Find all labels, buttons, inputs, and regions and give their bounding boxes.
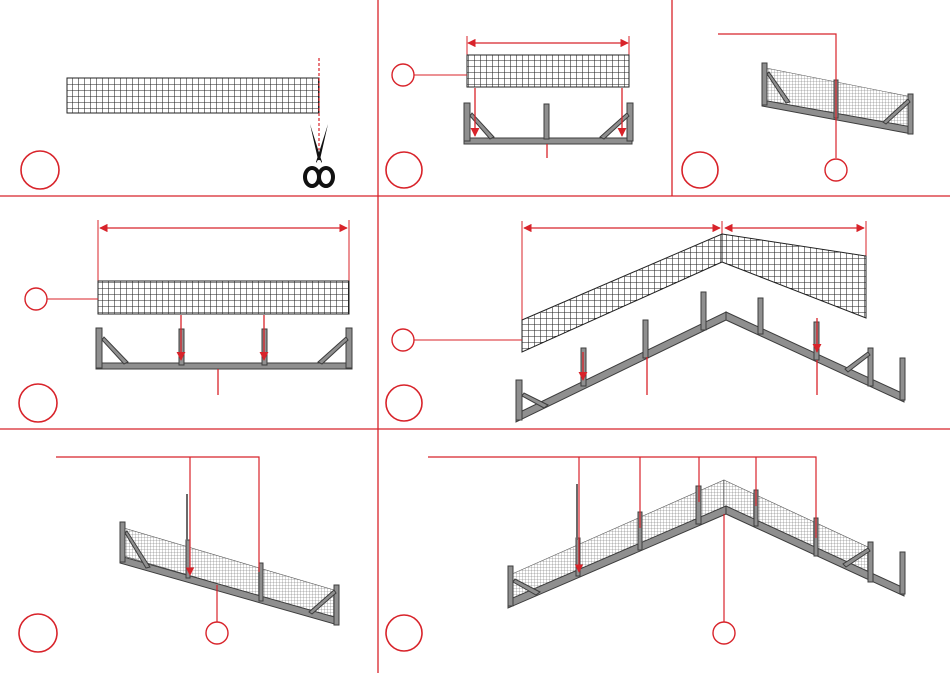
step-badge [19, 614, 57, 652]
mesh-piece-right [722, 234, 866, 318]
mesh-installed-left [512, 480, 724, 600]
callout-badge [713, 622, 735, 644]
panel-short-frame-layout [386, 36, 633, 188]
mesh-installed-right [724, 480, 870, 572]
panel-long-frame-layout [19, 220, 352, 422]
step-badge [386, 152, 422, 188]
step-badge [19, 384, 57, 422]
mesh-piece [467, 55, 629, 87]
step-badge [386, 615, 422, 651]
mesh-piece [98, 281, 349, 314]
mesh-strip [67, 78, 319, 113]
callout-badge [25, 288, 47, 310]
step-badge [682, 152, 718, 188]
long-frame [96, 328, 352, 369]
step-badge [386, 385, 422, 421]
panel-corner-fence-assembled [386, 457, 905, 651]
callout-badge [206, 622, 228, 644]
step-badge [21, 151, 59, 189]
panel-short-fence-assembled [682, 34, 913, 188]
callout-badge [392, 329, 414, 351]
panel-corner-frame-layout [386, 221, 905, 422]
panel-cut-mesh [21, 58, 333, 189]
callout-badge [392, 64, 414, 86]
panel-long-fence-assembled [19, 457, 339, 652]
short-frame [464, 103, 633, 144]
callout-badge [825, 159, 847, 181]
